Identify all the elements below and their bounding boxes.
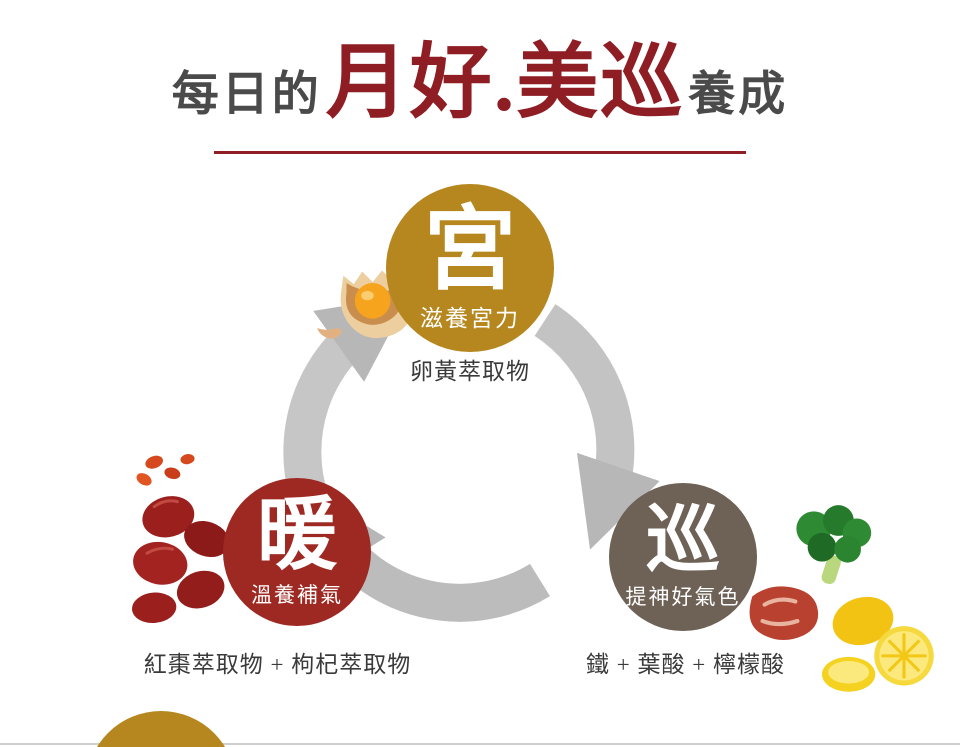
node-xun-caption: 鐵 + 葉酸 + 檸檬酸: [586, 652, 785, 677]
title-suffix: 養成: [688, 69, 789, 121]
cycle-node-nuan: 暖 溫養補氣: [223, 478, 371, 626]
node-nuan-glyph: 暖: [257, 491, 337, 580]
node-gong-subtitle: 滋養宮力: [420, 305, 520, 331]
arrow-top-to-right: [534, 304, 660, 550]
node-nuan-caption: 紅棗萃取物 + 枸杞萃取物: [143, 652, 412, 677]
node-gong-glyph: 宮: [423, 198, 516, 301]
arrow-left-to-top: [283, 295, 410, 506]
beef-slice: [749, 586, 819, 641]
lemons: [822, 596, 934, 692]
node-xun-subtitle: 提神好氣色: [625, 584, 741, 609]
title-underline: [214, 151, 746, 154]
broccoli: [796, 505, 872, 585]
node-xun-glyph: 巡: [646, 499, 720, 582]
page-title: 每日的 月好.美巡 養成: [0, 42, 960, 124]
title-highlight: 月好.美巡: [325, 37, 685, 128]
broccoli-beef-lemons-image: [749, 505, 934, 692]
egg-shell-piece: [317, 328, 343, 339]
red-dates-goji-image: [131, 454, 230, 624]
red-dates: [131, 496, 230, 624]
cycle-node-gong: 宮 滋養宮力: [386, 184, 554, 352]
goji-berries: [136, 454, 195, 486]
node-nuan-subtitle: 溫養補氣: [251, 582, 343, 607]
cycle-node-xun: 巡 提神好氣色: [609, 483, 757, 631]
title-prefix: 每日的: [171, 69, 322, 121]
egg-yolk: [354, 283, 391, 319]
footer-rule: [0, 743, 960, 745]
node-gong-caption: 卵黃萃取物: [410, 359, 530, 384]
